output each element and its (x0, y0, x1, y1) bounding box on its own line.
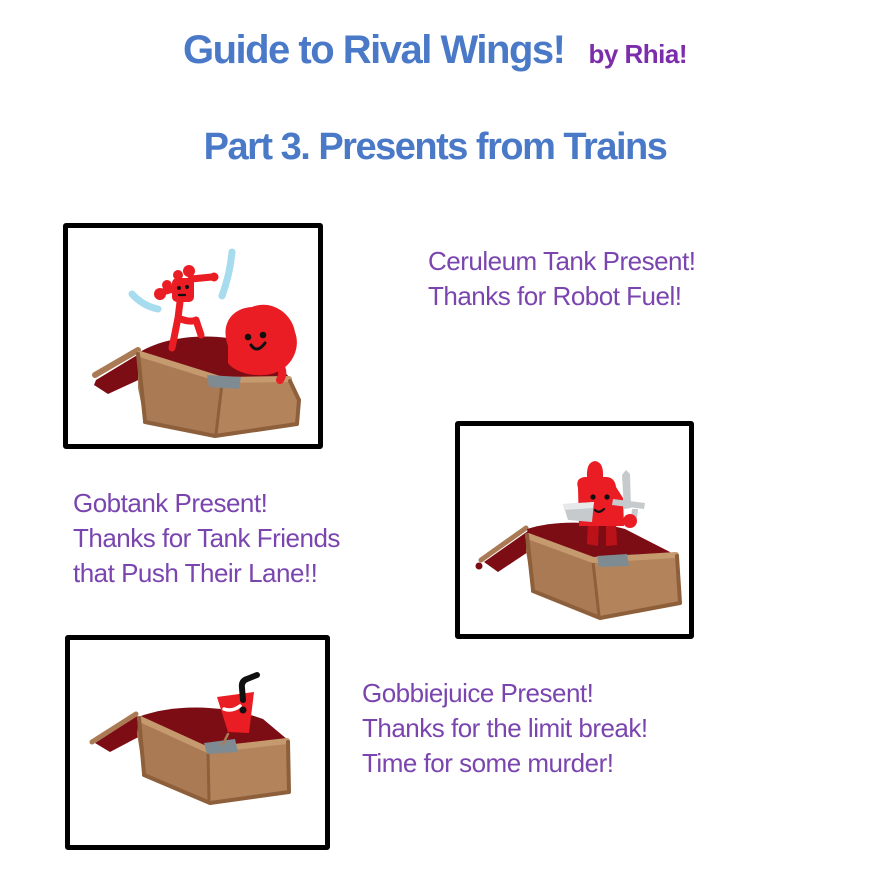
gobtank-character (563, 461, 645, 546)
tape-patch (597, 554, 629, 567)
figure-eye (185, 285, 189, 289)
caption-line: Ceruleum Tank Present! (428, 246, 696, 276)
blob-arm (275, 360, 287, 384)
lid-underside (95, 716, 146, 752)
caption-line: Thanks for Robot Fuel! (428, 281, 682, 311)
tank-treads (587, 522, 617, 546)
cup-glint (222, 704, 242, 712)
figure-limbs (155, 273, 216, 352)
blob-eye (244, 333, 252, 341)
straw-tip (239, 706, 247, 714)
saber-icon (218, 248, 236, 300)
lid-underside (484, 531, 534, 572)
figure-arm-blob (162, 280, 172, 290)
lid-underside (94, 354, 147, 394)
box-rim (525, 533, 679, 563)
caption-ceruleum-tank: Ceruleum Tank Present! Thanks for Robot … (428, 244, 696, 314)
tape-patch (207, 375, 241, 389)
panel-ceruleum-tank (63, 223, 323, 449)
stick-figure (128, 248, 236, 352)
ceruleum-tank-drawing (92, 248, 301, 438)
caption-gobbiejuice: Gobbiejuice Present! Thanks for the limi… (362, 676, 648, 781)
caption-line: that Push Their Lane!! (73, 558, 318, 588)
box-corner-edge (591, 560, 601, 618)
tank-eye (604, 494, 610, 500)
page-subtitle: Part 3. Presents from Trains (203, 126, 668, 168)
caption-line: Thanks for Tank Friends (73, 523, 340, 553)
figure-hand (209, 272, 219, 282)
panel-gobbiejuice (65, 635, 330, 850)
box-corner-edge (214, 382, 224, 436)
box-outline (136, 352, 301, 438)
gobtank-drawing (475, 461, 682, 620)
box-front-right (208, 742, 289, 803)
figure-hand (154, 288, 166, 300)
box-back-edge (221, 732, 230, 746)
box-front-right (593, 556, 680, 618)
figure-head-bump (173, 270, 183, 280)
plow-highlight (563, 502, 594, 510)
box-outline (137, 716, 291, 805)
box-front-left (137, 718, 210, 803)
blob-body (225, 304, 297, 376)
ceruleum-tank-blob (225, 304, 297, 376)
caption-gobtank: Gobtank Present! Thanks for Tank Friends… (73, 486, 340, 591)
tank-arm (623, 514, 637, 528)
box-front-right (215, 380, 300, 436)
tank-mouth (593, 507, 606, 513)
lid-edge (89, 711, 139, 745)
figure-head-bump (183, 265, 195, 277)
tape-patch (204, 739, 238, 754)
caption-line: Gobbiejuice Present! (362, 678, 594, 708)
present-box-front (525, 533, 682, 620)
juice-cup (217, 672, 260, 746)
present-box-front (136, 351, 301, 438)
present-box-front (137, 716, 291, 805)
sword-icon (622, 470, 631, 509)
caption-line: Gobtank Present! (73, 488, 268, 518)
caption-line: Time for some murder! (362, 748, 614, 778)
saber-icon (128, 290, 162, 313)
caption-line: Thanks for the limit break! (362, 713, 648, 743)
page-title: Guide to Rival Wings! (182, 28, 566, 72)
gobbiejuice-drawing (89, 672, 291, 805)
figure-eye (177, 286, 181, 290)
lid-drip (475, 562, 483, 570)
blob-eye (259, 331, 267, 339)
box-front-left (526, 535, 600, 618)
blob-mouth (249, 341, 267, 351)
lid-edge (478, 525, 529, 563)
box-corner-edge (206, 750, 211, 803)
lid-edge (92, 347, 141, 378)
present-box-lid (92, 347, 147, 394)
sword-guard (612, 499, 645, 509)
present-box-lid (475, 525, 534, 572)
page-header: Guide to Rival Wings! by Rhia! (0, 28, 870, 73)
box-front-left (138, 353, 223, 436)
author-byline: by Rhia! (588, 39, 688, 69)
tank-eye (590, 494, 596, 500)
panel-gobtank (455, 421, 694, 639)
present-box-lid (89, 711, 146, 752)
straw (238, 672, 260, 703)
figure-head (172, 278, 194, 302)
box-outline (525, 533, 682, 620)
tank-head (586, 461, 604, 478)
